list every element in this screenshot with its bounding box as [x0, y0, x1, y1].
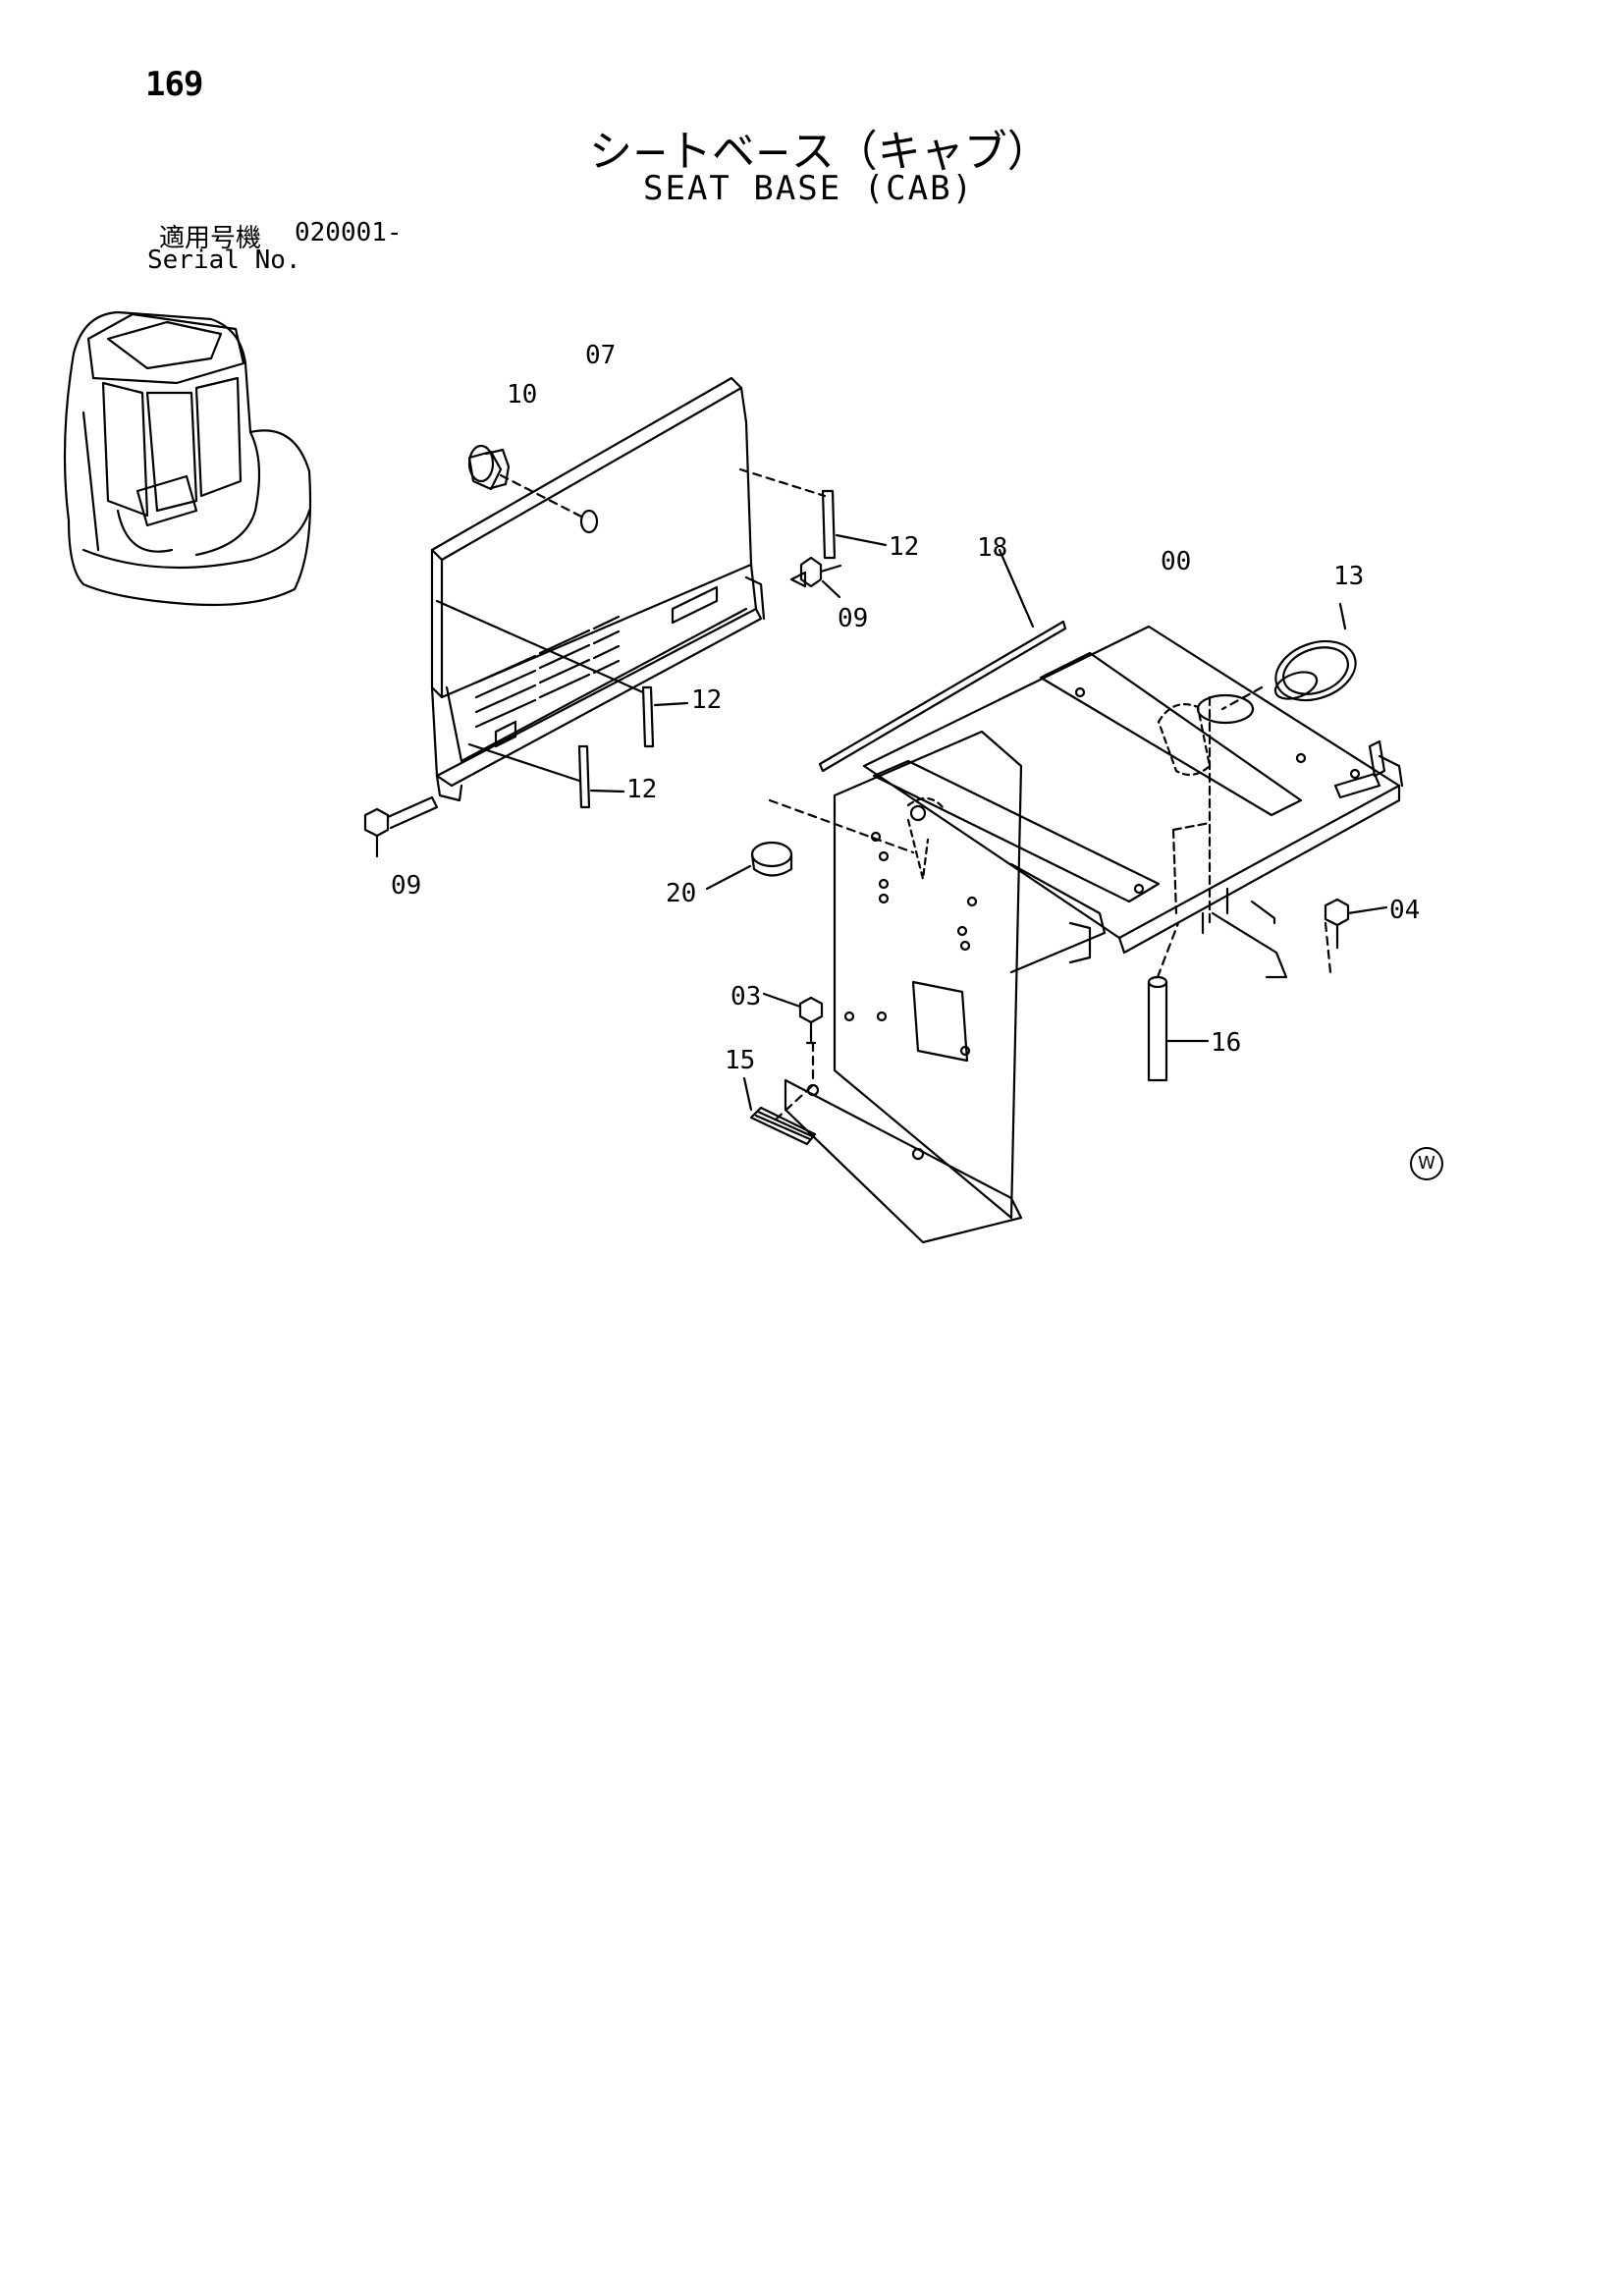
strip-12-middle: [435, 599, 689, 748]
callout-12-lower: 12: [626, 775, 657, 804]
callout-07: 07: [585, 341, 616, 370]
bolt-09-right: [789, 556, 842, 599]
callout-20: 20: [666, 879, 696, 908]
machine-thumbnail: [63, 310, 312, 607]
callout-09-right: 09: [838, 604, 868, 633]
callout-09-left: 09: [391, 871, 421, 901]
bolt-04: [1324, 898, 1388, 974]
callout-13: 13: [1333, 562, 1364, 591]
serial-label-japanese: 適用号機: [159, 224, 262, 253]
plug-10: [467, 444, 511, 491]
callout-04: 04: [1389, 896, 1420, 925]
title-english: SEAT BASE (CAB): [643, 169, 975, 208]
rubber-15: [742, 1076, 817, 1146]
callout-12-upper: 12: [889, 532, 919, 562]
strip-12-upper: [738, 467, 888, 560]
serial-label-english: Serial No.: [147, 246, 301, 275]
title-japanese: シ−トベ−ス（キャブ）: [589, 127, 1051, 177]
strip-18: [818, 548, 1067, 773]
callout-12-middle: 12: [691, 685, 722, 715]
callout-16: 16: [1211, 1028, 1241, 1058]
rear-panel-07: [430, 376, 766, 802]
bolt-03: [762, 992, 824, 1082]
callout-15: 15: [725, 1046, 755, 1075]
grommet-20: [705, 798, 915, 891]
seat-base-frame-00: [784, 625, 1404, 1244]
callout-10: 10: [507, 380, 537, 410]
bolt-09-left: [363, 795, 439, 858]
callout-18: 18: [977, 533, 1007, 563]
w-circle-mark: W: [1410, 1147, 1443, 1180]
callout-00: 00: [1161, 547, 1191, 576]
pipe-16: [1147, 921, 1210, 1082]
page-number: 169: [145, 65, 203, 104]
serial-value: 020001-: [295, 218, 403, 247]
grommet-13: [1220, 602, 1357, 711]
callout-03: 03: [730, 982, 761, 1011]
strip-12-lower: [467, 742, 625, 809]
